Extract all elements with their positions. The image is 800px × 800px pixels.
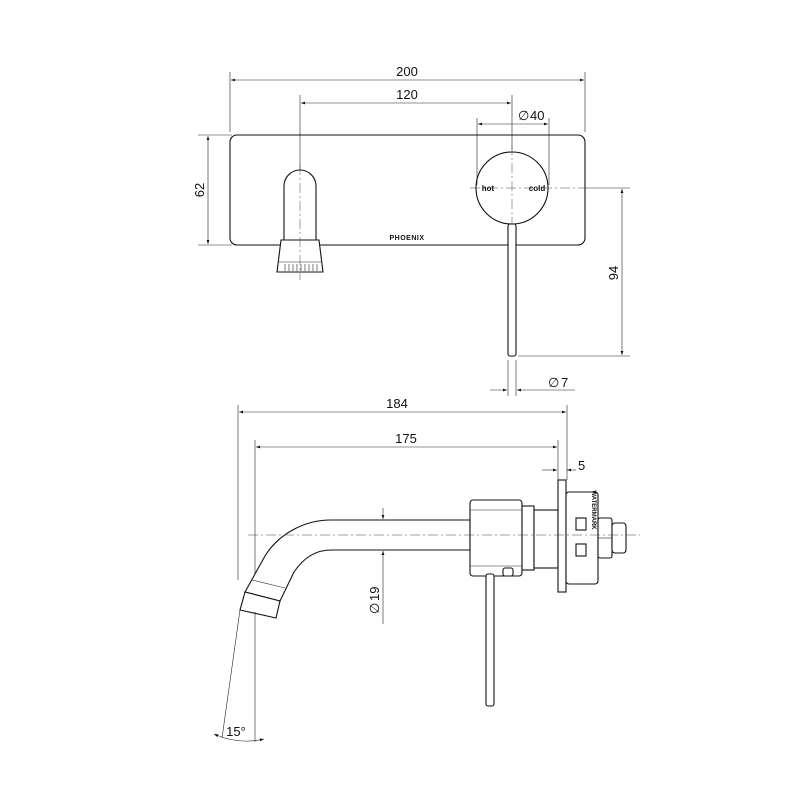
hot-label: hot xyxy=(482,184,495,193)
back-plate xyxy=(229,134,586,246)
wall-plate-side xyxy=(557,479,567,593)
valve-stud-top xyxy=(575,517,587,531)
dim-overall-projection: 184 xyxy=(386,396,408,411)
mixer-collar xyxy=(521,505,535,571)
angle-arc xyxy=(213,733,265,742)
aerator xyxy=(284,264,318,271)
cold-label: cold xyxy=(529,184,546,193)
mixer-body xyxy=(469,499,523,577)
dia-symbol-40: ∅ xyxy=(518,108,529,123)
cartridge-end xyxy=(611,522,627,554)
lever-side xyxy=(485,573,495,707)
lever-handle xyxy=(507,223,517,357)
dim-spout-diameter: 19 xyxy=(367,587,382,601)
dia-symbol-7: ∅ xyxy=(548,375,559,390)
dia-symbol-19: ∅ xyxy=(367,603,382,614)
dim-lever-diameter: 7 xyxy=(561,375,568,390)
dim-spout-angle: 15° xyxy=(226,724,246,739)
dim-plate-height: 62 xyxy=(192,183,207,197)
watermark-logo: WATERMARK xyxy=(590,490,596,530)
front-view: 200 120 ∅ 40 62 xyxy=(192,64,630,396)
brand-logo-text: PHOENIX xyxy=(389,235,424,242)
dim-handle-diameter: 40 xyxy=(530,108,544,123)
spout-side-body xyxy=(244,519,471,602)
valve-stud-bottom xyxy=(575,543,587,557)
dim-plate-thickness: 5 xyxy=(578,458,585,473)
mixer-sleeve xyxy=(533,509,559,569)
dim-spout-to-handle: 120 xyxy=(396,87,418,102)
dim-spout-projection: 175 xyxy=(395,431,417,446)
side-view: 184 175 5 ∅ 19 WATERMARK xyxy=(213,396,640,742)
lever-pivot xyxy=(502,567,514,577)
dim-overall-width: 200 xyxy=(396,64,418,79)
spout-side-outlet xyxy=(239,591,281,619)
spout-outlet-line xyxy=(251,579,286,589)
dim-lever-drop: 94 xyxy=(606,266,621,280)
angle-line-slanted xyxy=(221,609,241,739)
